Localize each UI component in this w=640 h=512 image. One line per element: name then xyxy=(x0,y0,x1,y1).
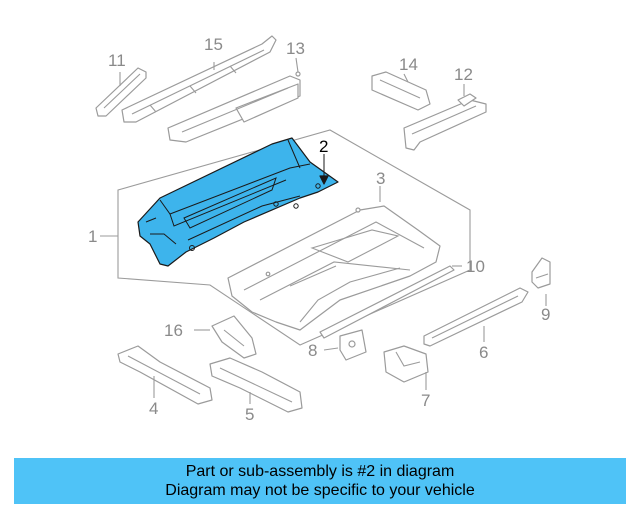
label-15: 15 xyxy=(204,35,223,54)
label-9: 9 xyxy=(541,305,550,324)
part-7-mount xyxy=(383,345,429,383)
part-12-crossmember xyxy=(403,93,487,151)
leader-lines xyxy=(100,57,547,404)
assembly-outline xyxy=(117,129,471,346)
label-6: 6 xyxy=(479,343,488,362)
label-14: 14 xyxy=(399,55,418,74)
part-6-crossmember xyxy=(423,287,529,347)
part-4-crossmember xyxy=(117,345,213,405)
label-3: 3 xyxy=(376,169,385,188)
label-5: 5 xyxy=(245,405,254,424)
part-16-support xyxy=(211,315,257,359)
parts-diagram: 1 2 3 4 5 6 7 8 9 10 11 12 13 14 15 16 xyxy=(88,35,551,424)
part-14-bracket xyxy=(371,71,431,111)
label-1: 1 xyxy=(88,227,97,246)
label-16: 16 xyxy=(164,321,183,340)
label-12: 12 xyxy=(454,65,473,84)
label-10: 10 xyxy=(466,257,485,276)
label-7: 7 xyxy=(421,391,430,410)
part-13-side-member xyxy=(167,71,301,143)
part-8-plate xyxy=(339,329,367,361)
label-8: 8 xyxy=(308,341,317,360)
part-11-rail xyxy=(95,67,147,117)
label-13: 13 xyxy=(286,39,305,58)
banner-line-2: Diagram may not be specific to your vehi… xyxy=(165,482,475,499)
part-9-bracket xyxy=(531,257,551,289)
label-11: 11 xyxy=(108,51,126,70)
part-10-bar xyxy=(319,265,455,339)
banner-line-1: Part or sub-assembly is #2 in diagram xyxy=(185,463,455,480)
info-banner: Part or sub-assembly is #2 in diagram Di… xyxy=(14,458,626,504)
part-5-crossmember xyxy=(209,357,303,413)
part-2-highlighted-panel xyxy=(137,137,339,267)
label-4: 4 xyxy=(149,399,158,418)
label-2: 2 xyxy=(319,137,328,156)
part-15-sill xyxy=(121,35,277,123)
part-3-floor-pan xyxy=(227,205,441,331)
